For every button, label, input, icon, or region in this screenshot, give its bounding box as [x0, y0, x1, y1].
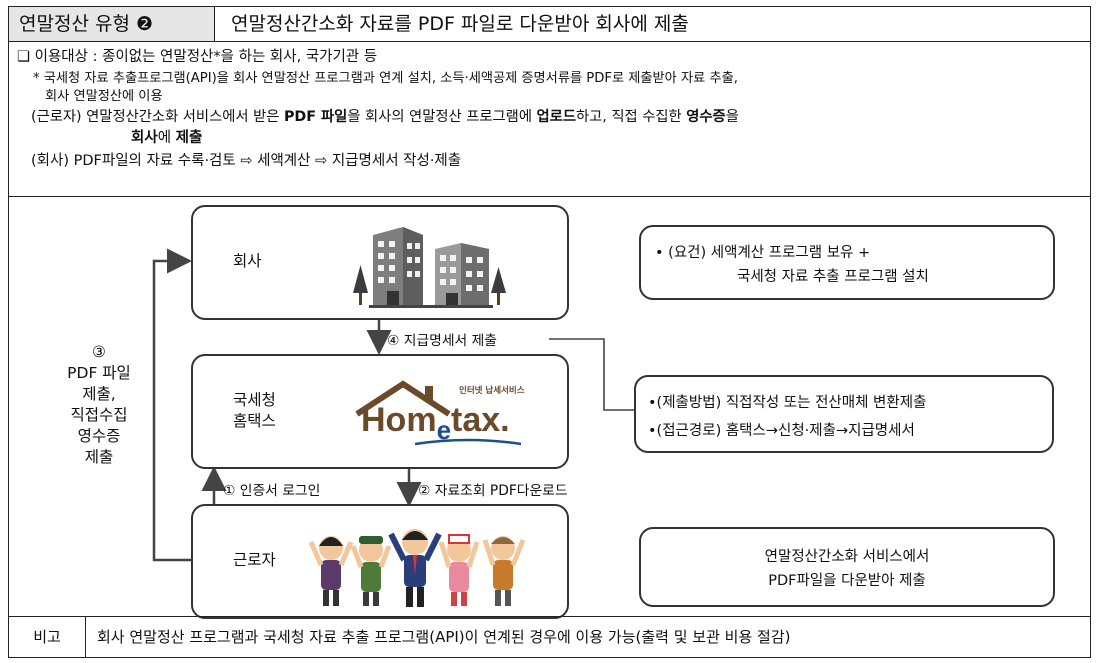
submission-line-1: •(제출방법) 직접작성 또는 전산매체 변환제출	[648, 395, 927, 411]
footnote-line-1: * 국세청 자료 추출프로그램(API)을 회사 연말정산 프로그램과 연계 설…	[33, 71, 738, 86]
footnote-line-2: 회사 연말정산에 이용	[45, 89, 163, 104]
left-label-3: 직접수집	[70, 406, 128, 424]
worker-box: 근로자	[191, 504, 569, 619]
footer-label: 비고	[9, 617, 86, 657]
page-title: 연말정산간소화 자료를 PDF 파일로 다운받아 회사에 제출	[231, 13, 689, 35]
company-line: (회사) PDF파일의 자료 수록·검토 ⇨ 세액계산 ⇨ 지급명세서 작성·제…	[31, 153, 462, 169]
left-flow-label: ③ PDF 파일 제출, 직접수집 영수증 제출	[59, 342, 139, 468]
worker2-text-b: 에	[157, 130, 176, 146]
hometax-word-1: Hom	[361, 401, 437, 439]
nts-label: 국세청 홈택스	[233, 390, 276, 432]
requirements-box: • (요건) 세액계산 프로그램 보유 + 국세청 자료 추출 프로그램 설치	[639, 225, 1055, 300]
worker-text-c: 을 회사의 연말정산 프로그램에	[347, 109, 537, 125]
nts-label-line-1: 국세청	[233, 391, 276, 409]
footer-row: 비고 회사 연말정산 프로그램과 국세청 자료 추출 프로그램(API)이 연계…	[9, 616, 1090, 657]
worker-line-1: (근로자) 연말정산간소화 서비스에서 받은 PDF 파일을 회사의 연말정산 …	[31, 108, 739, 127]
worker-text-d: 업로드	[536, 109, 576, 125]
worker-text-f: 영수증	[686, 109, 726, 125]
building-icon	[353, 227, 506, 308]
hometax-wordmark: Hometax.	[361, 400, 510, 445]
header-row: 연말정산 유형 ❷ 연말정산간소화 자료를 PDF 파일로 다운받아 회사에 제…	[9, 7, 1090, 42]
company-box: 회사	[191, 205, 569, 320]
hometax-word-2: e	[436, 415, 452, 445]
left-label-1: PDF 파일	[67, 364, 131, 382]
left-label-0: ③	[92, 343, 106, 361]
requirements-line-2: 국세청 자료 추출 프로그램 설치	[737, 269, 929, 285]
nts-box: 국세청 홈택스 인터넷 납세서비스 Hometax.	[191, 354, 569, 469]
worker-line-2: 회사에 제출	[131, 129, 202, 148]
worker-info-line-2: PDF파일을 다운받아 제출	[768, 573, 926, 589]
document-frame: 연말정산 유형 ❷ 연말정산간소화 자료를 PDF 파일로 다운받아 회사에 제…	[8, 6, 1091, 658]
hometax-swoosh	[414, 438, 522, 446]
left-label-4: 영수증	[77, 427, 121, 445]
nts-label-line-2: 홈택스	[233, 412, 276, 430]
submission-line-2: •(접근경로) 홈택스→신청·제출→지급명세서	[648, 423, 915, 439]
submission-info-box: •(제출방법) 직접작성 또는 전산매체 변환제출 •(접근경로) 홈택스→신청…	[634, 375, 1054, 453]
step2-label: ② 자료조회 PDF다운로드	[418, 483, 568, 499]
hometax-word-3: tax.	[451, 401, 510, 439]
type-tag: 연말정산 유형 ❷	[9, 7, 215, 41]
worker-text-g: 을	[725, 109, 739, 125]
house-roof-icon	[355, 380, 451, 417]
flow-lines	[152, 248, 634, 562]
worker-label: 근로자	[233, 551, 276, 569]
company-label: 회사	[233, 252, 262, 270]
worker2-text-c: 제출	[175, 130, 203, 146]
intro-section: ❏ 이용대상 : 종이없는 연말정산*을 하는 회사, 국가기관 등 * 국세청…	[9, 42, 1090, 197]
step4-label: ④ 지급명세서 제출	[387, 333, 497, 349]
worker-text-a: (근로자) 연말정산간소화 서비스에서 받은	[31, 109, 284, 125]
workers-illustration	[309, 529, 526, 607]
worker2-text-a: 회사	[131, 130, 158, 146]
requirements-line-1: • (요건) 세액계산 프로그램 보유 +	[655, 245, 871, 261]
hometax-logo: 인터넷 납세서비스 Hometax.	[353, 378, 543, 448]
left-label-5: 제출	[84, 448, 114, 466]
target-users: ❏ 이용대상 : 종이없는 연말정산*을 하는 회사, 국가기관 등	[17, 49, 378, 65]
left-label-2: 제출,	[82, 385, 116, 403]
hometax-small-text: 인터넷 납세서비스	[459, 386, 525, 396]
worker-text-b: PDF 파일	[283, 109, 348, 125]
footer-text: 회사 연말정산 프로그램과 국세청 자료 추출 프로그램(API)이 연계된 경…	[97, 628, 791, 646]
worker-info-line-1: 연말정산간소화 서비스에서	[764, 549, 930, 565]
worker-info-box: 연말정산간소화 서비스에서 PDF파일을 다운받아 제출	[639, 527, 1055, 607]
worker-text-e: 하고, 직접 수집한	[575, 109, 687, 125]
step1-label: ① 인증서 로그인	[223, 483, 321, 499]
